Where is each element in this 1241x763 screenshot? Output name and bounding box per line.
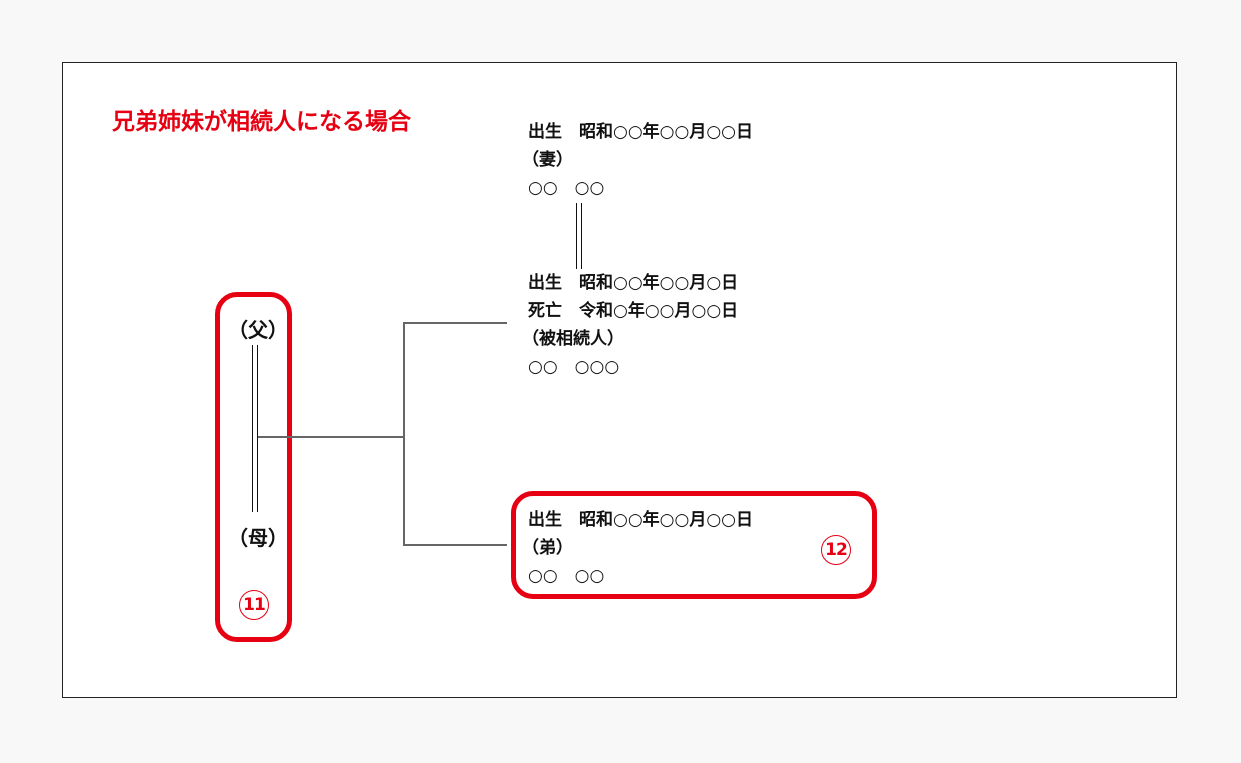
brother-role: （弟） <box>522 538 573 558</box>
brother-highlight <box>511 491 877 599</box>
brother-name: ○○ ○○ <box>528 566 605 586</box>
badge-12: 12 <box>821 535 851 565</box>
marriage-line-spouse <box>576 203 582 269</box>
deceased-death: 死亡 令和○年○○月○○日 <box>528 301 739 321</box>
connector-deceased <box>403 322 507 324</box>
spouse-name: ○○ ○○ <box>528 178 605 198</box>
spouse-role: （妻） <box>522 150 573 170</box>
deceased-name: ○○ ○○○ <box>528 357 620 377</box>
diagram-title: 兄弟姉妹が相続人になる場合 <box>112 109 411 135</box>
mother-label: （母） <box>228 526 288 550</box>
parents-highlight <box>215 292 292 642</box>
brother-birth: 出生 昭和○○年○○月○○日 <box>528 510 754 530</box>
connector-brother <box>403 544 507 546</box>
deceased-role: （被相続人） <box>522 329 624 349</box>
badge-11: 11 <box>239 590 269 620</box>
marriage-line-parents <box>252 345 258 512</box>
spouse-birth: 出生 昭和○○年○○月○○日 <box>528 122 754 142</box>
deceased-birth: 出生 昭和○○年○○月○日 <box>528 273 739 293</box>
sibling-branch <box>403 322 405 546</box>
father-label: （父） <box>228 318 288 342</box>
child-connector <box>258 436 404 438</box>
